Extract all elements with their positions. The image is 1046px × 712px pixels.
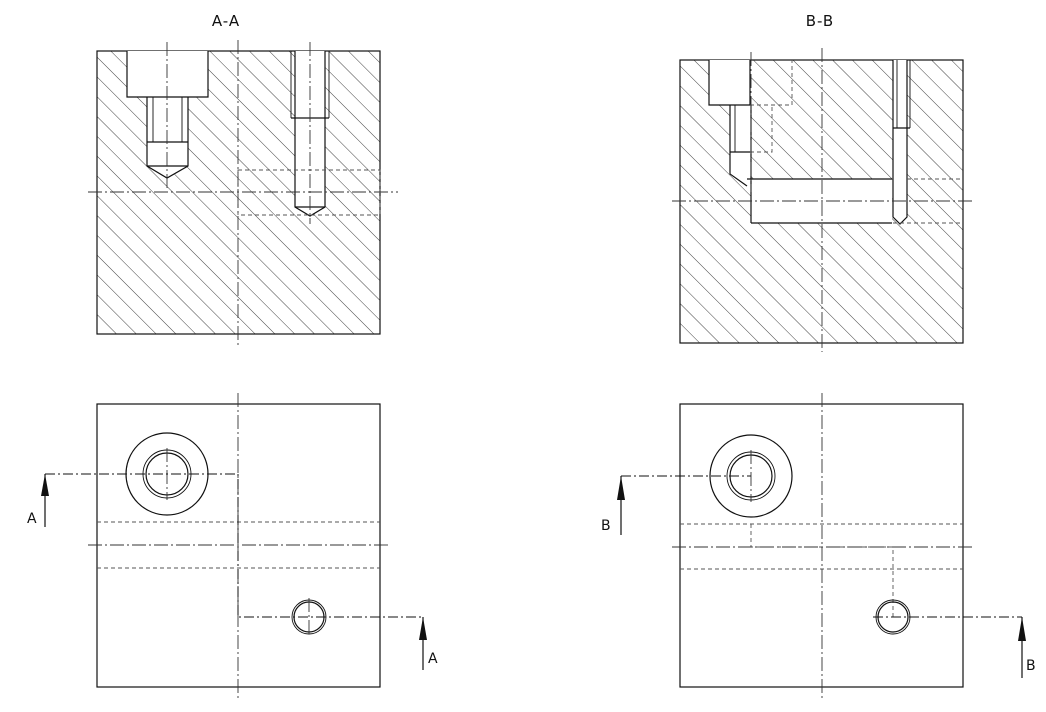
section-title-bb: B-B (806, 12, 834, 30)
cutting-plane-label-b-start: B (601, 518, 611, 534)
arrow-a-end (419, 617, 427, 640)
cutting-plane-label-b-end: B (1026, 658, 1036, 674)
top-view-left-outline (96, 403, 381, 688)
top-view-left: A A (27, 393, 438, 698)
arrow-b-start (617, 476, 625, 500)
counterbore-circle-right (709, 434, 793, 518)
arrow-a-start (41, 474, 49, 496)
arrow-b-end (1018, 617, 1026, 641)
hidden-counterbore-bb (750, 60, 793, 106)
hidden-drill-bb (750, 105, 773, 153)
top-view-right: B B (601, 393, 1036, 698)
section-view-bb: B-B (672, 12, 972, 352)
cutting-plane-label-a-end: A (428, 651, 438, 667)
section-aa-hatched-body (96, 50, 381, 335)
top-view-right-outline (679, 403, 964, 688)
cutting-plane-label-a-start: A (27, 511, 37, 527)
cutting-plane-a (45, 473, 423, 618)
section-view-aa: A-A (88, 12, 398, 345)
section-title-aa: A-A (212, 12, 240, 30)
tapped-hole-section-bb (892, 60, 911, 225)
hidden-passage-aa (237, 169, 381, 216)
